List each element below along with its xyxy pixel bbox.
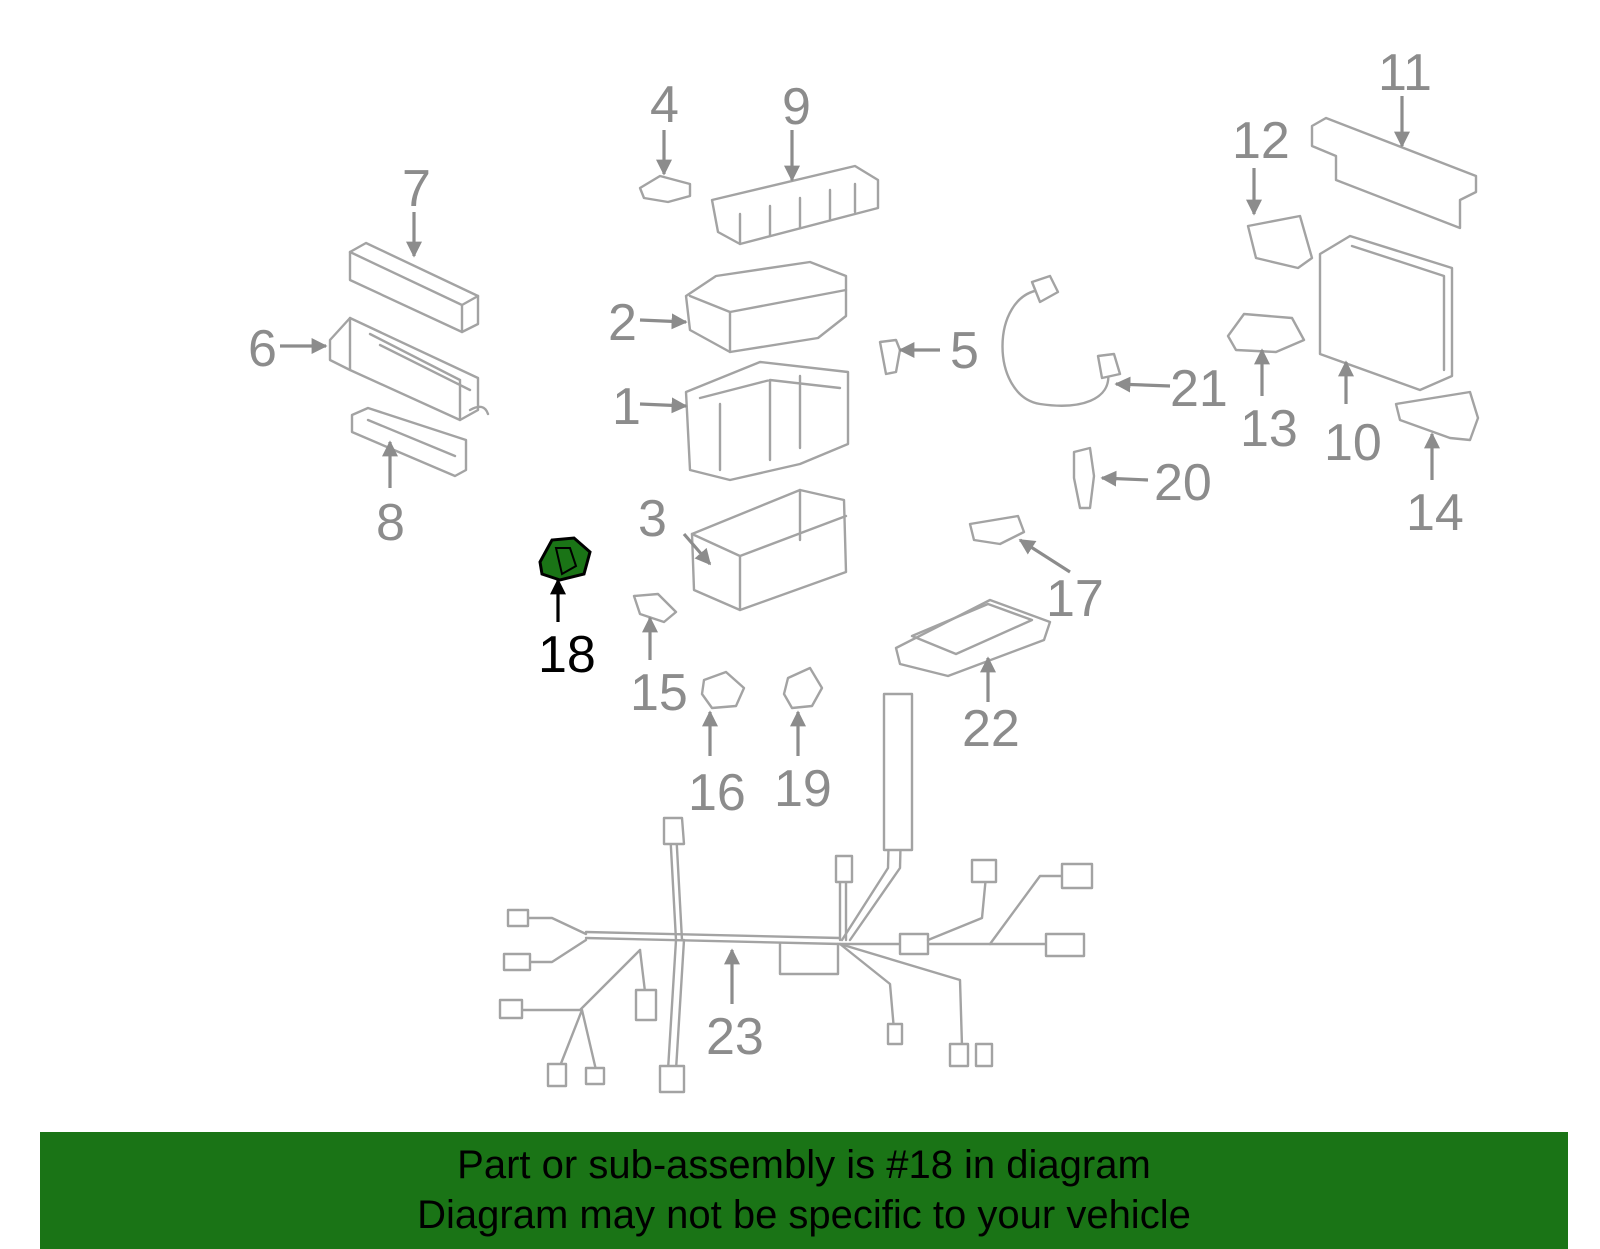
callout-3: 3 bbox=[638, 490, 667, 548]
part-20-sensor bbox=[1072, 446, 1096, 510]
callout-12: 12 bbox=[1232, 112, 1290, 170]
part-1-box-body bbox=[684, 360, 850, 482]
callout-1: 1 bbox=[612, 378, 641, 436]
callout-8: 8 bbox=[376, 494, 405, 552]
callout-6: 6 bbox=[248, 320, 277, 378]
callout-2: 2 bbox=[608, 294, 637, 352]
callout-21: 21 bbox=[1170, 360, 1228, 418]
callout-17: 17 bbox=[1046, 570, 1104, 628]
part-10-ecu bbox=[1318, 234, 1454, 392]
callout-9: 9 bbox=[782, 78, 811, 136]
callout-7: 7 bbox=[402, 160, 431, 218]
callout-15: 15 bbox=[630, 664, 688, 722]
info-banner: Part or sub-assembly is #18 in diagram D… bbox=[40, 1132, 1568, 1249]
part-16-valve bbox=[700, 670, 746, 710]
banner-line-1: Part or sub-assembly is #18 in diagram bbox=[457, 1143, 1151, 1187]
part-19-bulb bbox=[782, 666, 824, 710]
part-13-bracket bbox=[1226, 312, 1306, 354]
part-6-fuse-block bbox=[328, 316, 490, 422]
part-11-bracket bbox=[1310, 116, 1478, 230]
part-21-pigtail bbox=[1001, 274, 1122, 407]
callouts: 1 2 3 4 5 6 7 8 9 10 11 12 13 14 15 16 1… bbox=[248, 44, 1464, 1066]
callout-10: 10 bbox=[1324, 414, 1382, 472]
part-12-bracket bbox=[1246, 214, 1314, 270]
part-3-lower-case bbox=[690, 488, 848, 612]
callout-19: 19 bbox=[774, 760, 832, 818]
callout-23: 23 bbox=[706, 1008, 764, 1066]
part-17-sensor bbox=[968, 514, 1026, 546]
callout-11: 11 bbox=[1378, 44, 1432, 102]
callout-13: 13 bbox=[1240, 400, 1298, 458]
callout-18: 18 bbox=[538, 626, 596, 684]
callout-16: 16 bbox=[688, 764, 746, 822]
part-7-fuse-cover bbox=[348, 241, 480, 334]
part-9-relays bbox=[710, 164, 880, 246]
parts-diagram: 1 2 3 4 5 6 7 8 9 10 11 12 13 14 15 16 1… bbox=[248, 44, 1480, 1094]
part-14-bracket bbox=[1394, 390, 1480, 442]
part-8-fuse-tray bbox=[350, 406, 468, 478]
callout-14: 14 bbox=[1406, 484, 1464, 542]
callout-22: 22 bbox=[962, 700, 1020, 758]
banner-line-2: Diagram may not be specific to your vehi… bbox=[417, 1193, 1191, 1237]
part-5-pin bbox=[878, 338, 902, 376]
part-4-clip bbox=[638, 174, 692, 204]
part-2-box-cover bbox=[684, 260, 848, 354]
part-15-sensor bbox=[632, 592, 678, 624]
part-18-highlighted bbox=[538, 536, 592, 582]
part-23-harness bbox=[498, 692, 1094, 1094]
callout-20: 20 bbox=[1154, 454, 1212, 512]
part-22-module bbox=[894, 598, 1052, 678]
leader-lines bbox=[280, 96, 1440, 1004]
callout-5: 5 bbox=[950, 322, 979, 380]
callout-4: 4 bbox=[650, 76, 679, 134]
